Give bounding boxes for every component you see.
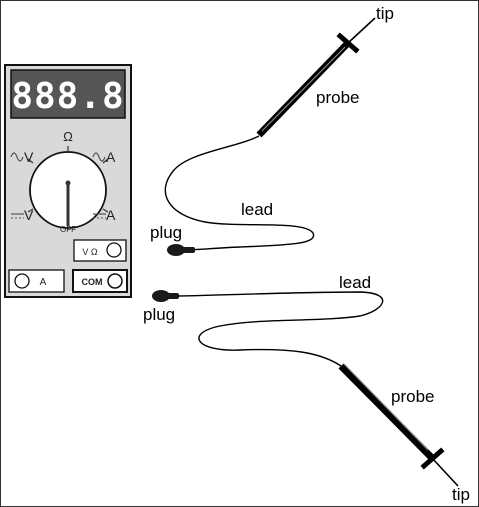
lower-lead-wire xyxy=(177,291,384,367)
upper-plug xyxy=(167,244,185,256)
ac-wave-icon xyxy=(92,152,106,162)
acv-label: V xyxy=(24,149,34,165)
ohm-label: Ω xyxy=(63,129,73,144)
dcv-label: V xyxy=(24,207,34,223)
upper-lead-wire xyxy=(164,135,315,251)
lower-plug xyxy=(152,290,170,302)
label-lead-top: lead xyxy=(241,200,273,219)
dial-hub xyxy=(65,180,71,186)
upper-plug-sleeve xyxy=(183,247,195,253)
dial-tick-left-top xyxy=(27,158,34,164)
display-readout: 888.8 xyxy=(11,76,124,117)
label-plug-bottom: plug xyxy=(143,305,175,324)
lower-test-lead xyxy=(152,290,459,487)
upper-tip xyxy=(347,17,376,44)
meter-display xyxy=(10,69,126,119)
jack-com-socket[interactable] xyxy=(107,273,123,289)
aca-label: A xyxy=(106,149,116,165)
ac-wave-icon xyxy=(10,152,24,162)
label-tip-bottom: tip xyxy=(452,485,470,504)
jack-com-label: COM xyxy=(82,277,103,287)
lower-probe-body xyxy=(338,363,435,461)
upper-probe-highlight xyxy=(261,46,346,132)
lower-tip xyxy=(431,457,459,487)
off-label: OFF xyxy=(60,225,76,234)
label-probe-bottom: probe xyxy=(391,387,434,406)
dial-tick-left-bottom xyxy=(27,208,34,213)
label-lead-bottom: lead xyxy=(339,273,371,292)
label-plug-top: plug xyxy=(150,223,182,242)
jack-vohm-label: V Ω xyxy=(82,247,98,257)
multimeter: 888.8 Ω V A V A OFF V Ω A COM xyxy=(4,64,132,298)
jack-a-label: A xyxy=(40,277,47,288)
label-probe-top: probe xyxy=(316,88,359,107)
dial-tick-right-top xyxy=(102,158,109,164)
lower-plug-sleeve xyxy=(165,293,179,299)
upper-test-lead xyxy=(164,17,376,256)
lower-probe-highlight xyxy=(343,363,429,451)
dial-tick-right-bottom xyxy=(102,208,109,213)
dca-label: A xyxy=(106,207,116,223)
jack-a-socket[interactable] xyxy=(14,273,30,289)
jack-vohm-socket[interactable] xyxy=(106,242,122,258)
label-tip-top: tip xyxy=(376,4,394,23)
